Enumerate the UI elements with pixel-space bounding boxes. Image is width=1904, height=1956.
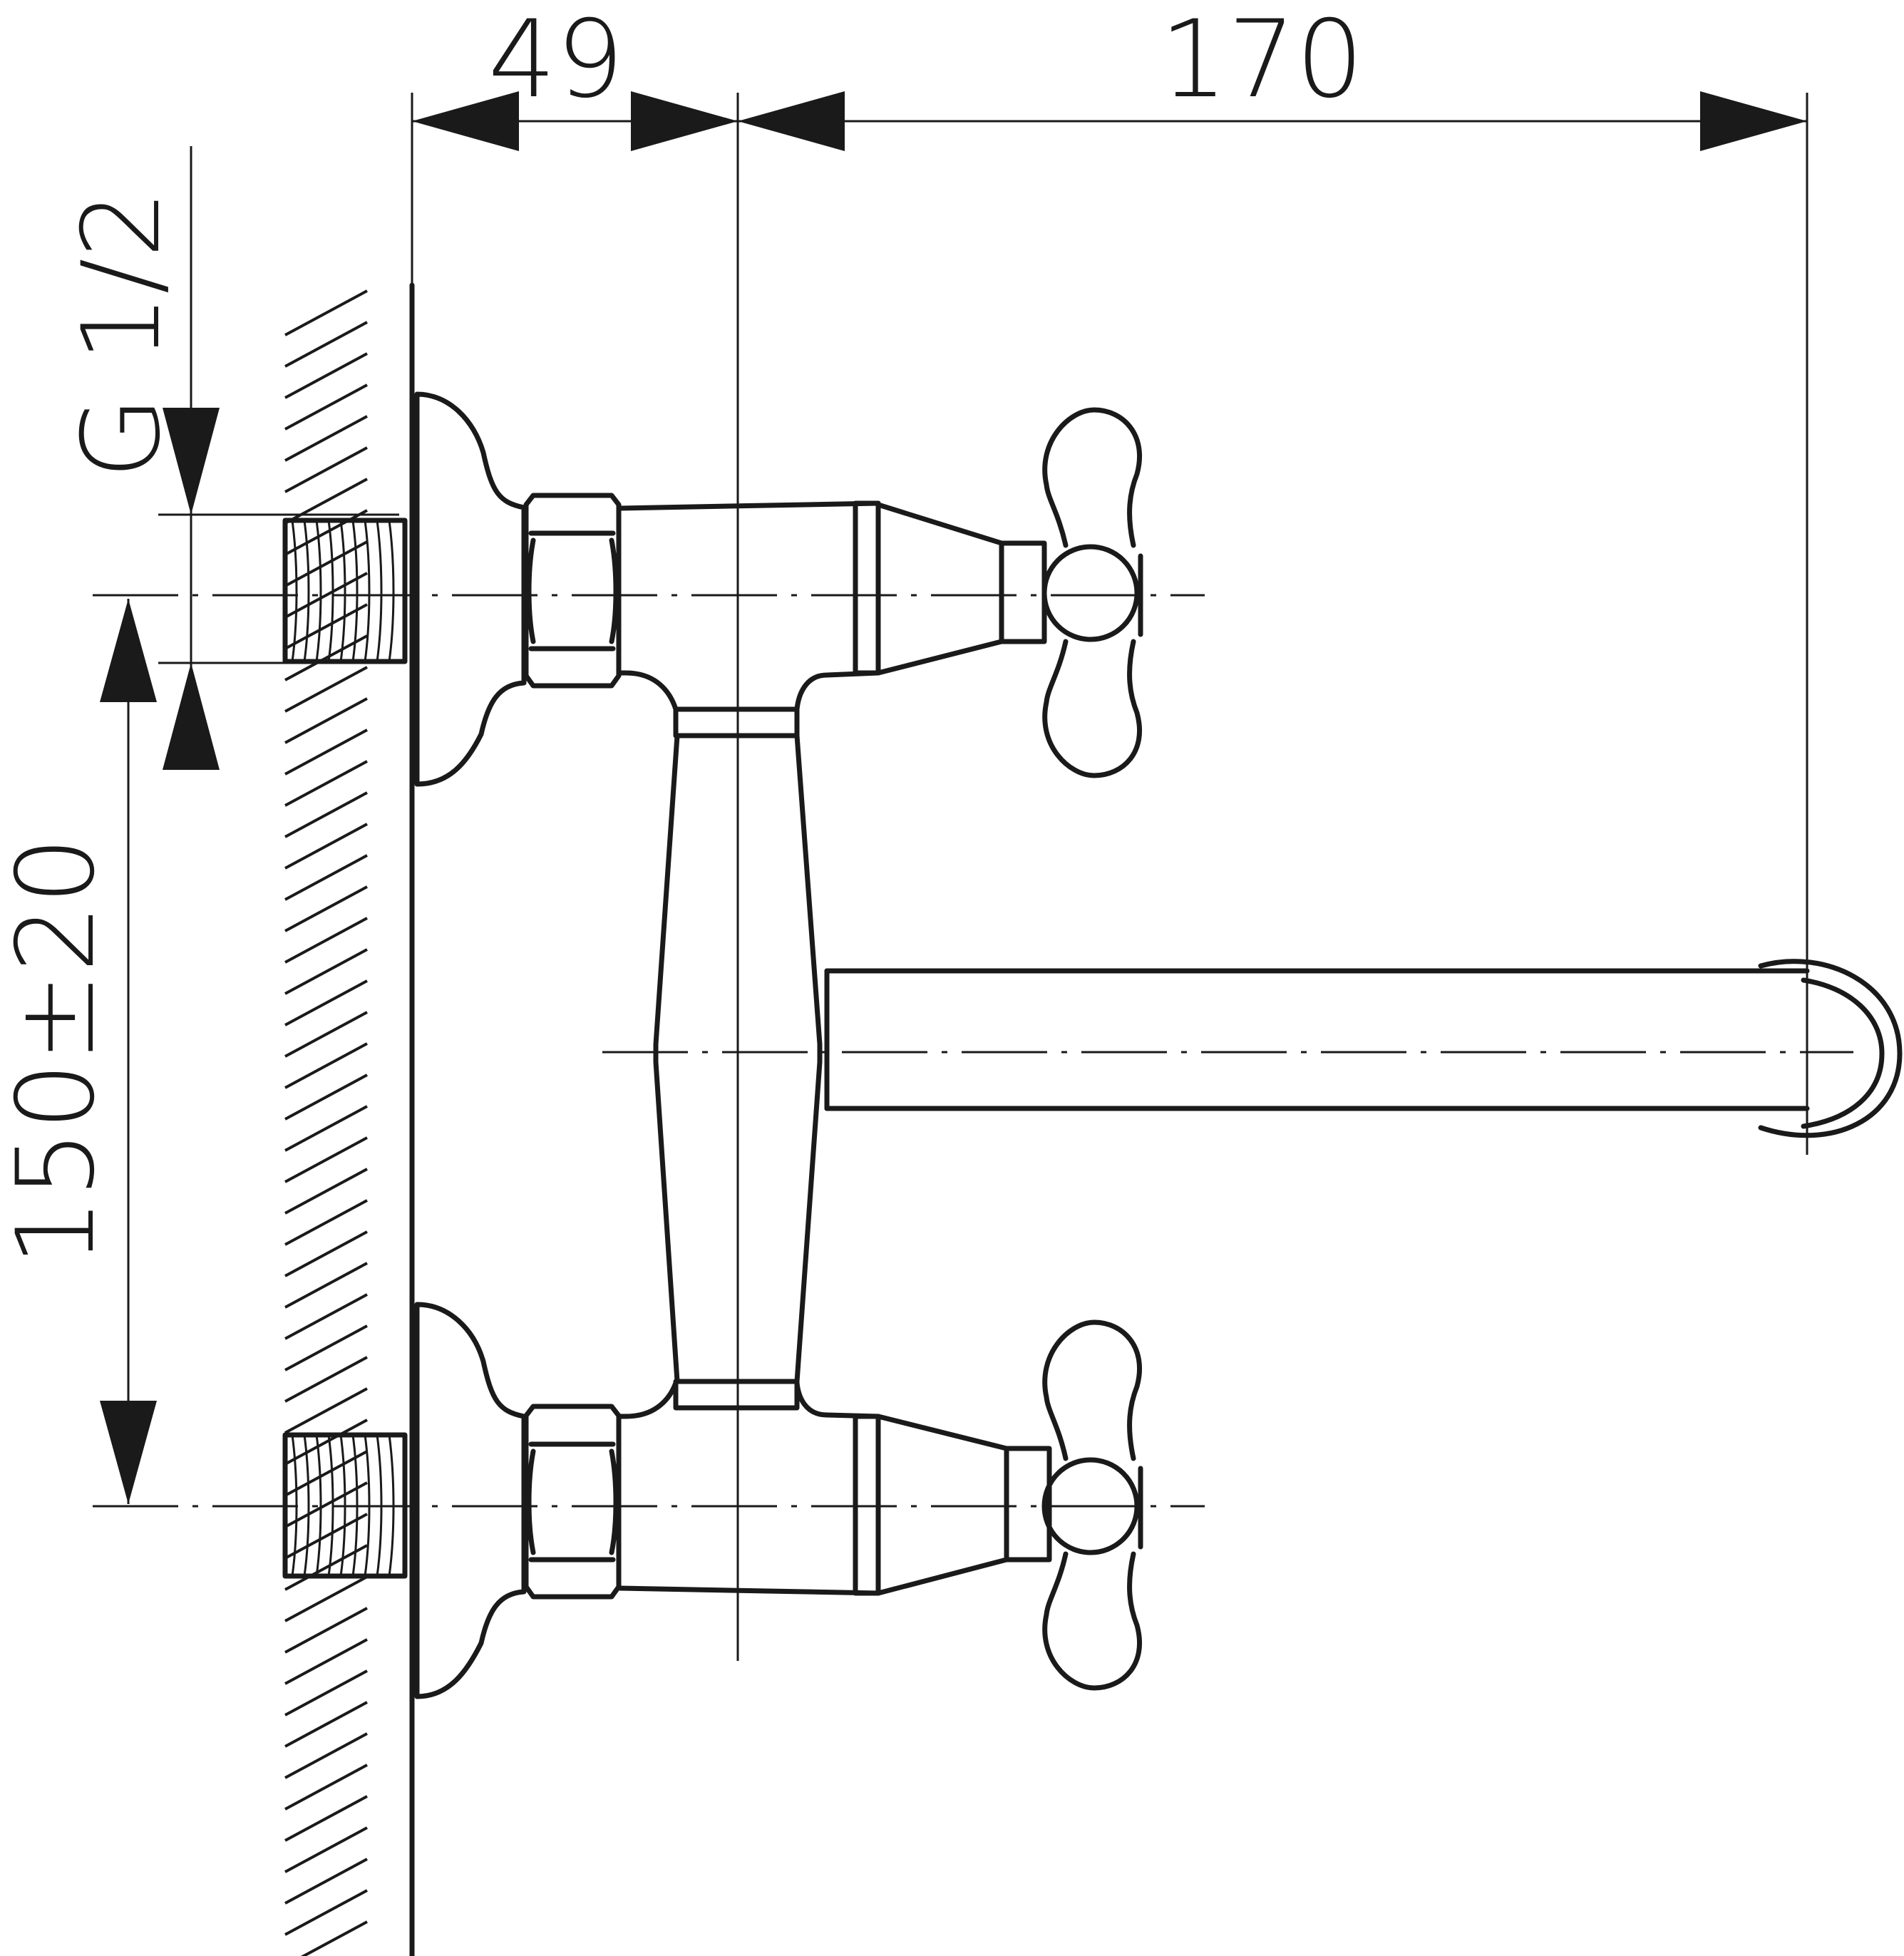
thread-label: G 1/2 (60, 190, 184, 479)
hatch-line (284, 1638, 368, 1685)
hatch-line (284, 823, 368, 870)
hatch-line (284, 979, 368, 1026)
vertical-dimension-label: 150±20 (0, 837, 118, 1267)
thread-ridge (291, 1434, 298, 1577)
wall-hatching (284, 289, 368, 1956)
thread-ridge (388, 520, 395, 662)
hatch-line (284, 729, 368, 776)
valve-arm-lower (617, 1380, 1052, 1596)
hatch-line (284, 1764, 368, 1811)
hatch-line (284, 1826, 368, 1873)
hatch-line (284, 666, 368, 713)
hatch-line (284, 1544, 368, 1591)
hatch-line (284, 1136, 368, 1183)
hatch-line (284, 885, 368, 932)
thread-ridge (291, 520, 298, 662)
hatch-line (284, 760, 368, 807)
mixer-body (653, 706, 823, 1411)
hatch-line (284, 1858, 368, 1905)
nut-lower (523, 1404, 622, 1600)
thread-ridge (364, 520, 371, 662)
thread-arrow-bottom (163, 663, 220, 770)
escutcheon-upper (414, 391, 527, 787)
thread-ridge (388, 1434, 395, 1577)
spout (824, 959, 1903, 1138)
thread-ridge (364, 1434, 371, 1577)
hatch-line (284, 1450, 368, 1497)
thread-ridge (327, 1434, 334, 1577)
thread-ridge (376, 520, 383, 662)
hatch-line (284, 1889, 368, 1936)
arrow-170-right (1700, 91, 1807, 151)
vertical-arrow-bottom (100, 1401, 157, 1504)
hatch-line (284, 948, 368, 995)
hatch-line (284, 1513, 368, 1560)
hatch-line (284, 1074, 368, 1121)
hatch-line (284, 1230, 368, 1277)
thread-ridge (315, 520, 322, 662)
hatch-line (284, 1701, 368, 1748)
thread-ridge (351, 1434, 359, 1577)
dimension-170-label: 170 (1160, 0, 1364, 122)
thread-lower (282, 1432, 408, 1579)
dimension-49-label: 49 (488, 0, 624, 122)
hatch-line (284, 1105, 368, 1152)
hatch-line (284, 1293, 368, 1340)
thread-ridge (303, 520, 310, 662)
hatch-line (284, 1732, 368, 1779)
thread-ridge (303, 1434, 310, 1577)
cross-handle-upper[interactable] (1041, 407, 1143, 778)
hatch-line (284, 1419, 368, 1466)
hatch-line (284, 1607, 368, 1654)
hatch-line (284, 603, 368, 650)
hatch-line (284, 289, 368, 336)
hatch-line (284, 384, 368, 431)
hatch-line (284, 478, 368, 525)
hatch-line (284, 1324, 368, 1371)
hatch-line (284, 791, 368, 838)
hatch-line (284, 509, 368, 556)
hatch-line (284, 1199, 368, 1246)
arrow-170-left (738, 91, 845, 151)
escutcheon-lower (414, 1302, 527, 1699)
thread-upper (282, 518, 408, 664)
arrow-49-right (631, 91, 738, 151)
hatch-line (284, 1795, 368, 1842)
hatch-line (284, 1481, 368, 1528)
hatch-line (284, 321, 368, 368)
hatch-line (284, 1011, 368, 1058)
hatch-line (284, 1168, 368, 1215)
vertical-arrow-top (100, 599, 157, 702)
thread-ridge (339, 1434, 346, 1577)
hatch-line (284, 1262, 368, 1309)
thread-ridge (339, 520, 346, 662)
hatch-line (284, 572, 368, 619)
cross-handle-lower[interactable] (1041, 1319, 1143, 1691)
hatch-line (284, 697, 368, 744)
thread-ridge (315, 1434, 322, 1577)
thread-arrow-top (163, 408, 220, 515)
hatch-line (284, 1669, 368, 1716)
valve-arm-upper (617, 500, 1047, 712)
hatch-line (284, 634, 368, 681)
hatch-line (284, 1042, 368, 1089)
hatch-line (300, 1920, 368, 1956)
hatch-line (284, 917, 368, 964)
hatch-line (284, 1387, 368, 1434)
thread-ridge (327, 520, 334, 662)
nut-upper (523, 493, 622, 689)
thread-ridge (351, 520, 359, 662)
hatch-line (284, 540, 368, 587)
hatch-line (284, 352, 368, 399)
hatch-line (284, 446, 368, 493)
hatch-line (284, 1356, 368, 1403)
thread-ridge (376, 1434, 383, 1577)
hatch-line (284, 1575, 368, 1622)
hatch-line (284, 854, 368, 901)
arrow-49-left (412, 91, 519, 151)
hatch-line (284, 415, 368, 462)
